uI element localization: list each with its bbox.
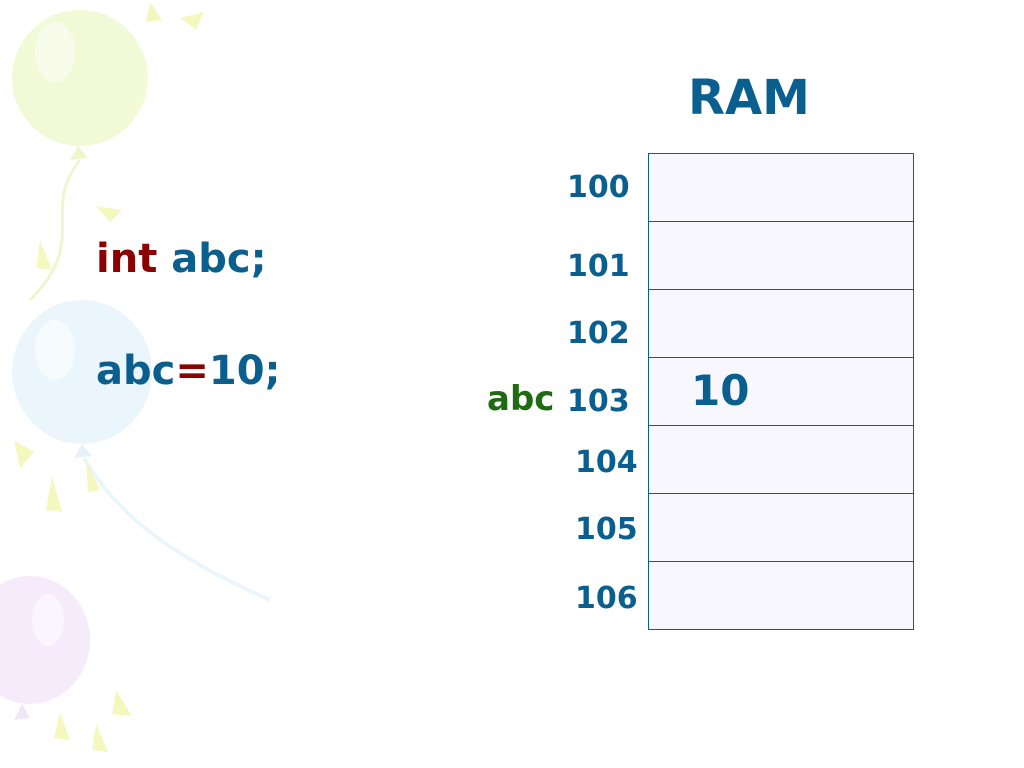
- memory-cell: [649, 494, 913, 562]
- identifier-abc-declaration: abc;: [171, 236, 267, 282]
- memory-cell-value: 10: [691, 366, 750, 415]
- memory-cell: [649, 426, 913, 494]
- balloon-purple-icon: [0, 576, 90, 720]
- memory-cell: [649, 222, 913, 290]
- code-line-declaration: int abc;: [96, 236, 267, 282]
- memory-cell: [649, 562, 913, 629]
- balloons-decoration: [0, 2, 271, 752]
- ram-title: RAM: [688, 70, 810, 126]
- memory-cell: 10: [649, 358, 913, 426]
- confetti-icon: [14, 2, 204, 752]
- balloon-yellow-icon: [12, 10, 148, 302]
- address-label: 105: [575, 512, 638, 547]
- address-label: 101: [567, 249, 630, 284]
- address-label: 102: [567, 316, 630, 351]
- code-line-assignment: abc=10;: [96, 348, 281, 394]
- ram-memory-table: 10: [648, 153, 914, 630]
- memory-cell: [649, 290, 913, 358]
- address-label: 103: [567, 384, 630, 419]
- memory-cell: [649, 154, 913, 222]
- assignment-operator: =: [175, 348, 209, 394]
- address-label: 106: [575, 581, 638, 616]
- address-label: 104: [575, 445, 638, 480]
- assigned-value: 10;: [208, 348, 281, 394]
- identifier-abc-assignment: abc: [96, 348, 176, 394]
- variable-label: abc: [487, 379, 555, 419]
- keyword-int: int: [96, 236, 158, 282]
- address-label: 100: [567, 170, 630, 205]
- balloon-blue-icon: [12, 300, 271, 602]
